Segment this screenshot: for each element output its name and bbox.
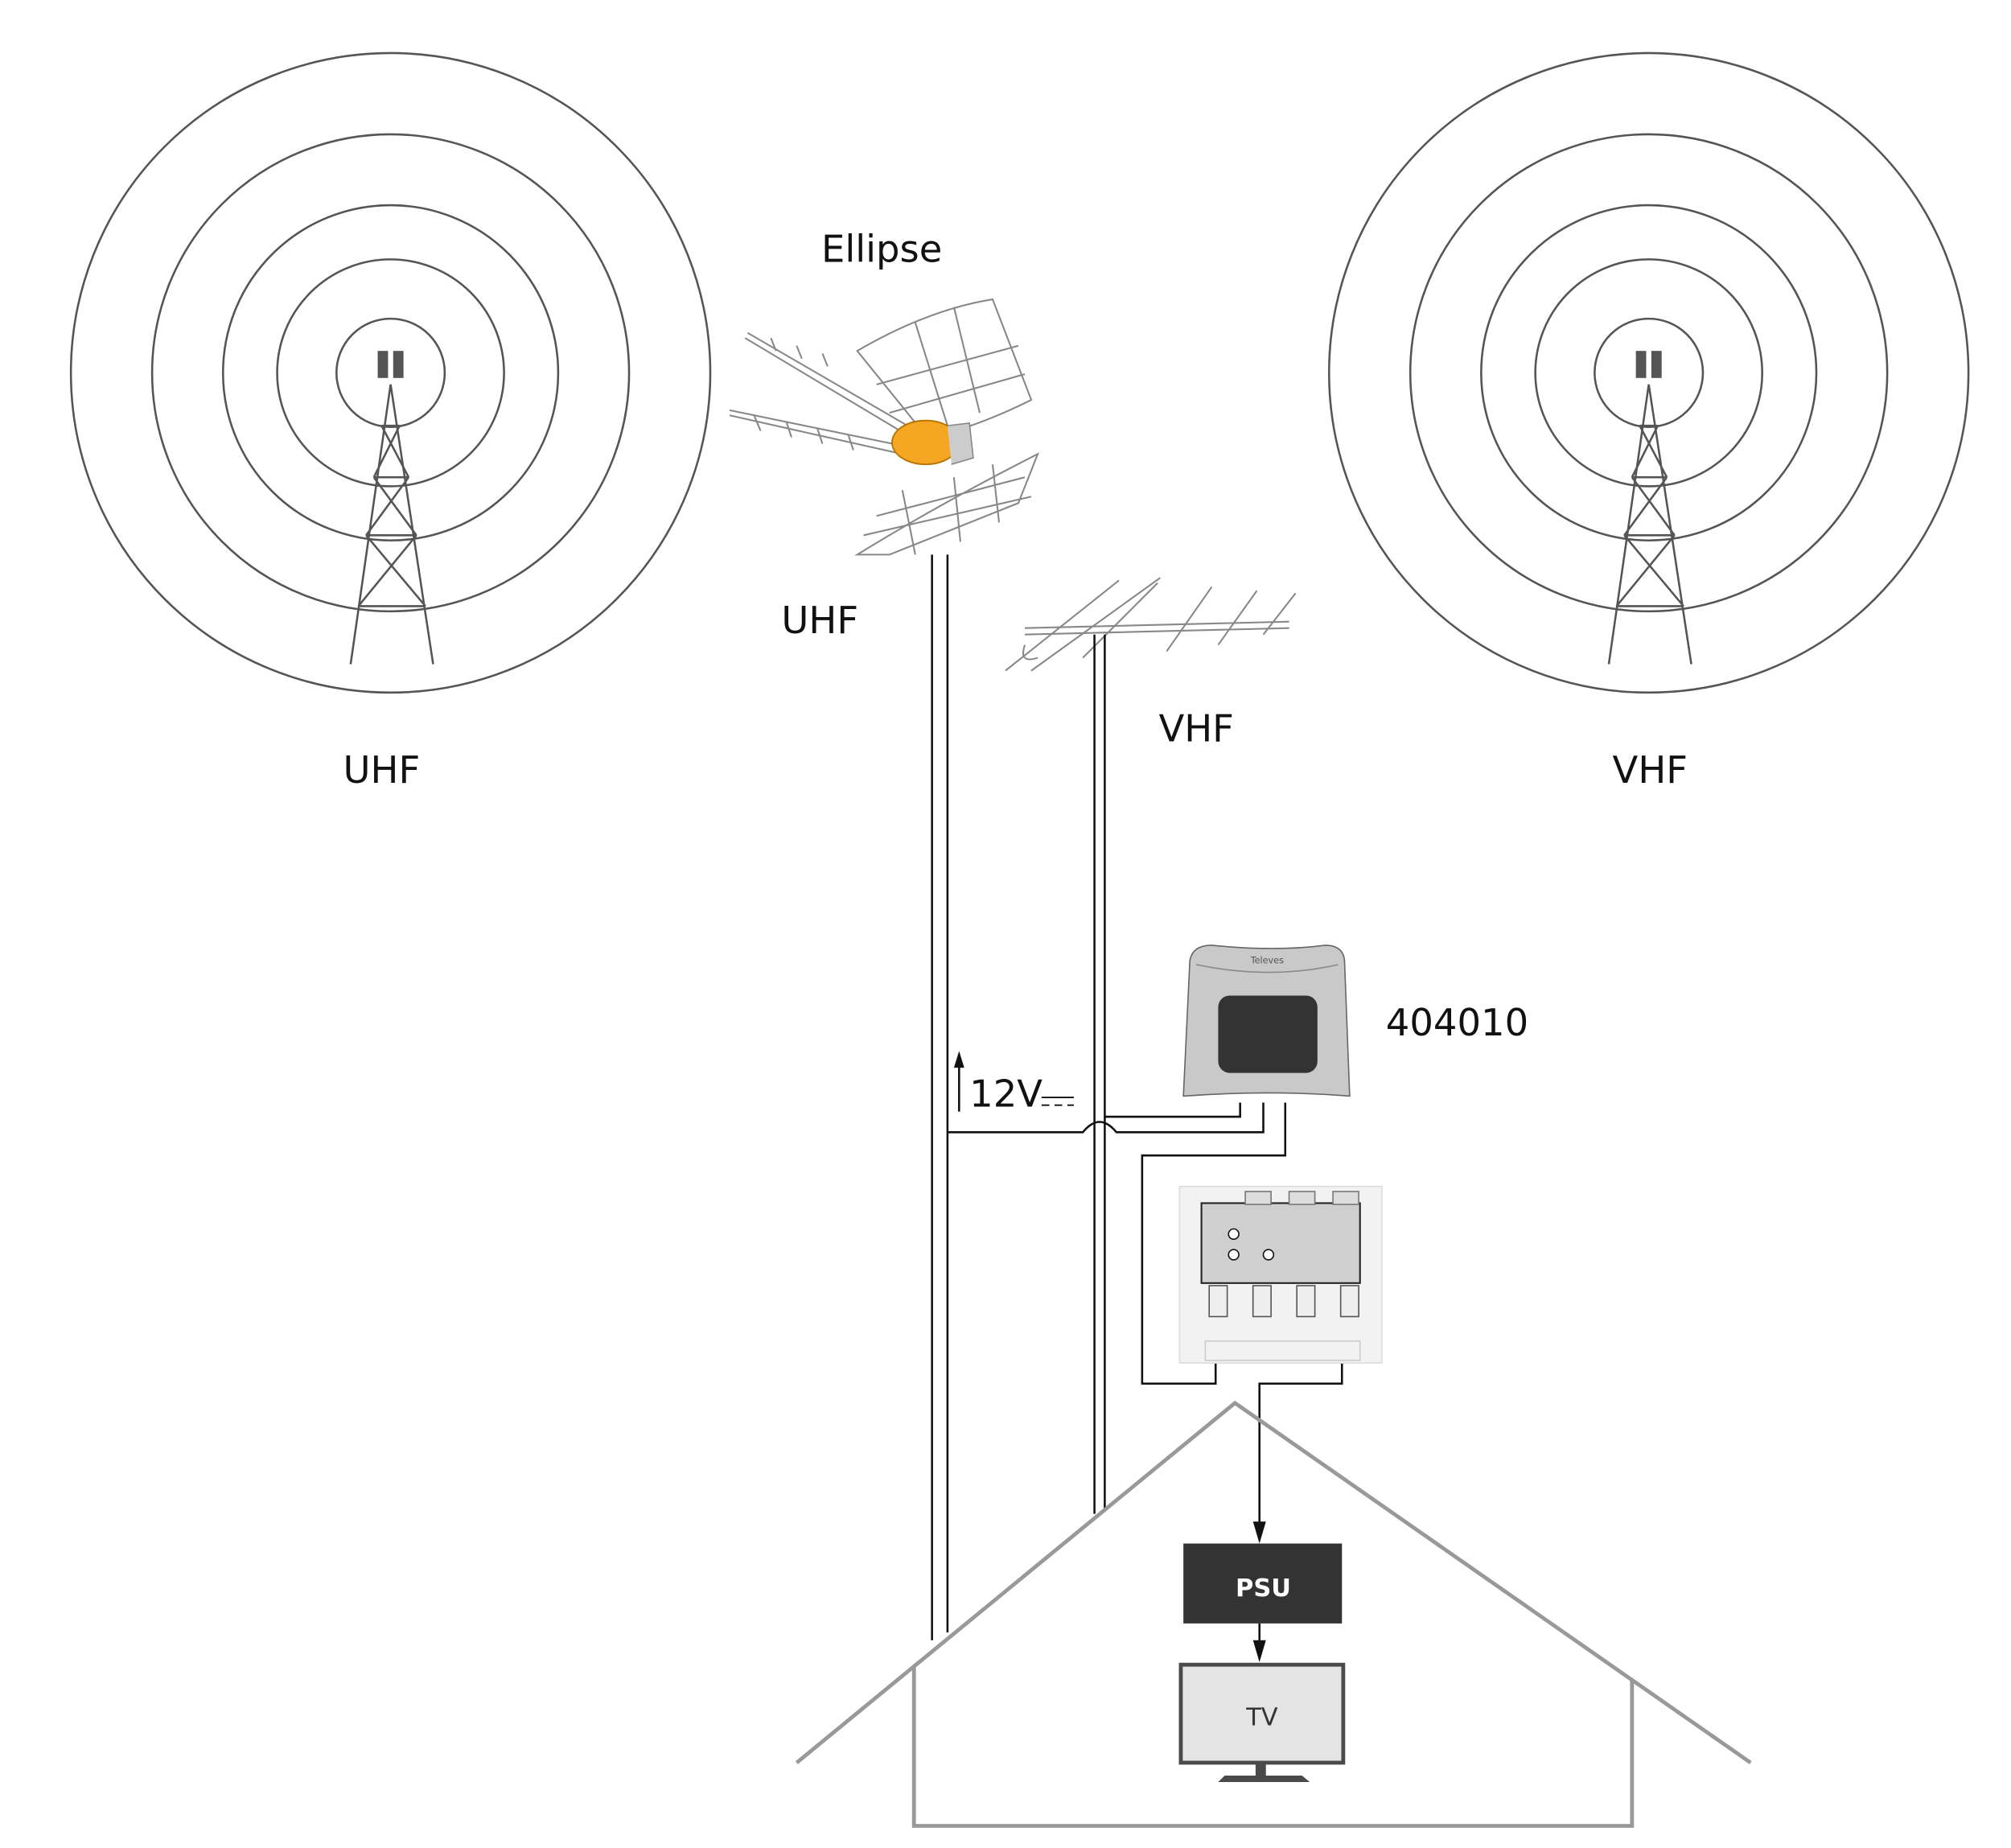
uhf-transmitter-label: UHF [343, 748, 421, 792]
uhf-input-cable [947, 1102, 1265, 1134]
uhf-transmitter: UHF [69, 51, 712, 792]
uhf-mast-cable [931, 554, 949, 1640]
tv-label: TV [1245, 1703, 1278, 1731]
amplifier-output-cable [1141, 1102, 1287, 1385]
tv: TV [1178, 1662, 1346, 1783]
amplifier-model-label: 404010 [1386, 1001, 1528, 1044]
amplifier-404010: Televes 404010 [1182, 945, 1528, 1097]
vhf-transmitter: VHF [1327, 51, 1970, 792]
brand-logo: Televes [1250, 955, 1284, 965]
psu-box: PSU [1183, 1543, 1343, 1624]
power-indicator: 12V [953, 1051, 1074, 1115]
vhf-yagi-antenna: VHF [1005, 577, 1297, 751]
psu-label: PSU [1236, 1574, 1291, 1603]
tower-icon [349, 351, 434, 665]
vhf-mast-cable [1093, 634, 1106, 1514]
ellipse-antenna-label: Ellipse [821, 228, 942, 271]
ellipse-uhf-antenna: Ellipse UHF [729, 228, 1040, 642]
arrow-icon [1252, 1640, 1266, 1662]
house [795, 1400, 1752, 1828]
arrow-icon [1252, 1521, 1266, 1544]
uhf-antenna-label: UHF [781, 599, 858, 642]
splitter [1178, 1185, 1383, 1364]
tower-icon [1607, 351, 1692, 665]
vhf-transmitter-label: VHF [1613, 748, 1688, 792]
vhf-antenna-label: VHF [1158, 707, 1233, 751]
vhf-input-cable [1104, 1102, 1241, 1118]
voltage-label: 12V [969, 1072, 1043, 1115]
